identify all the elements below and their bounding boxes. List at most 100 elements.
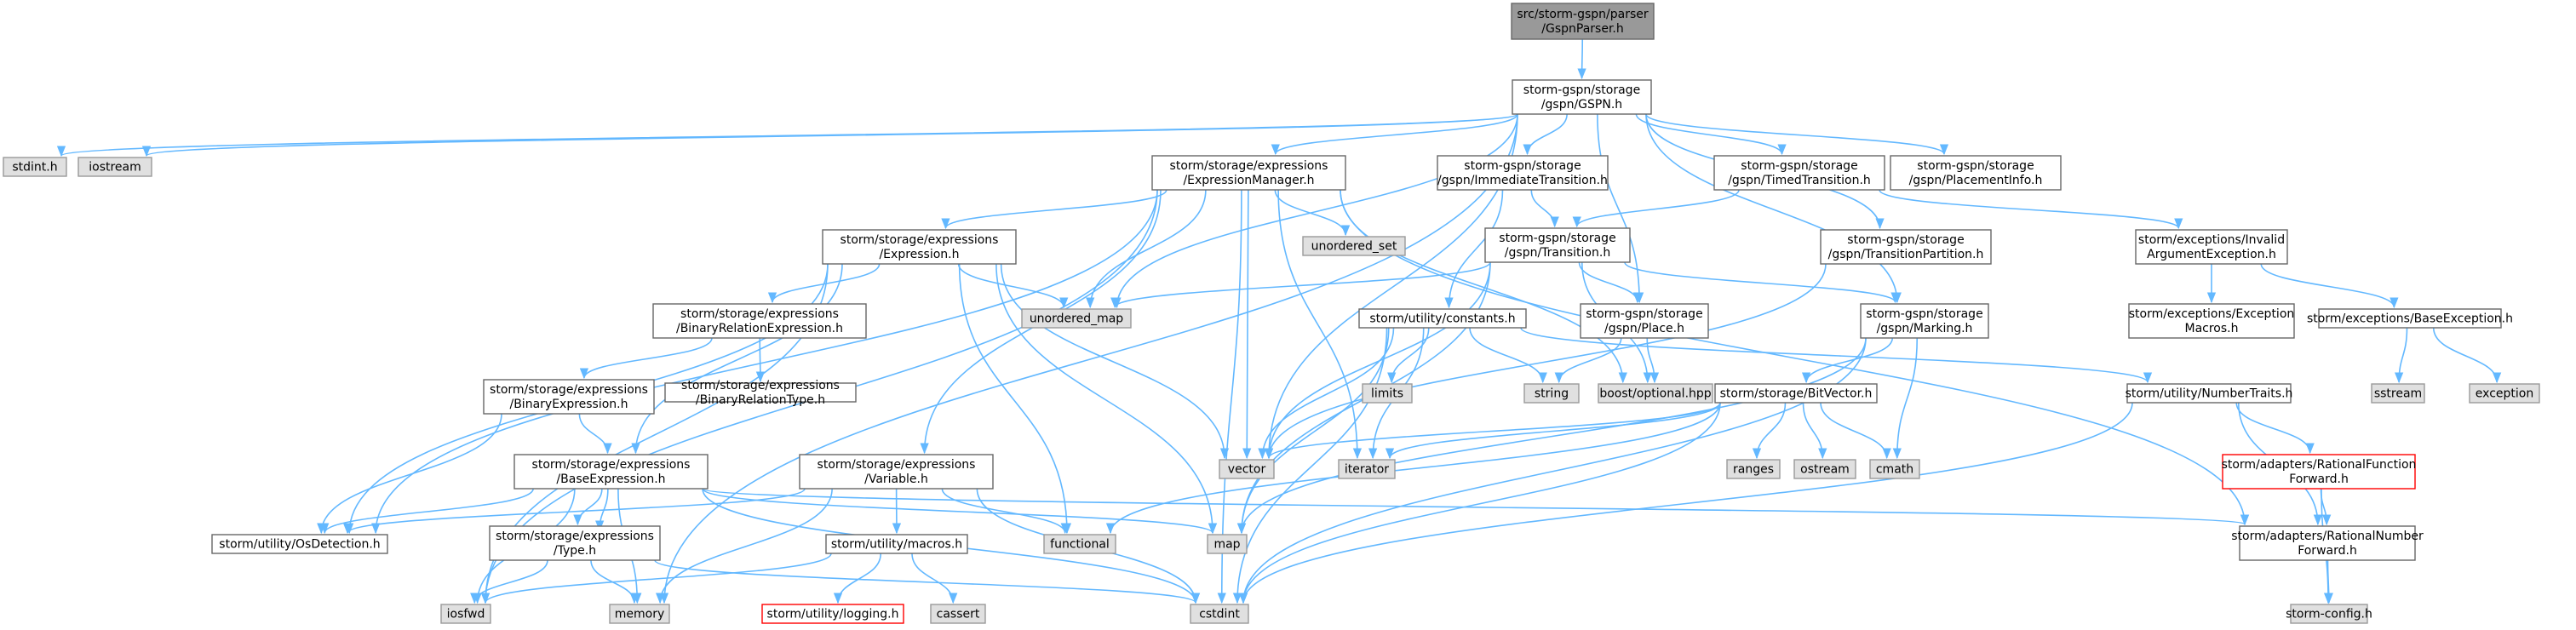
node-exprmgr-box	[1151, 155, 1346, 191]
edge-constants-to-vector	[1258, 327, 1395, 460]
edge-binexpr-to-osdetect	[317, 413, 502, 535]
node-functional-label-0: functional	[1050, 538, 1110, 552]
node-invalidarg-label-0: storm/exceptions/Invalid	[2138, 233, 2285, 247]
node-logging: storm/utility/logging.h	[761, 604, 904, 624]
node-sstream-label-0: sstream	[2374, 387, 2422, 401]
edge-exprmgr-to-unordmap	[1086, 189, 1207, 309]
node-osdetect[interactable]: storm/utility/OsDetection.h	[211, 534, 388, 554]
node-cmath-label-0: cmath	[1876, 463, 1913, 477]
node-sstream-box	[2371, 383, 2425, 404]
node-timedtrans[interactable]: storm-gspn/storage/gspn/TimedTransition.…	[1713, 155, 1885, 191]
node-timedtrans-label-1: /gspn/TimedTransition.h	[1728, 174, 1871, 187]
node-variable[interactable]: storm/storage/expressions/Variable.h	[799, 454, 994, 490]
node-transpart-label-1: /gspn/TransitionPartition.h	[1828, 248, 1984, 261]
node-marking[interactable]: storm-gspn/storage/gspn/Marking.h	[1860, 303, 1989, 339]
node-parser-label-1: /GspnParser.h	[1541, 22, 1623, 36]
node-unordset-box	[1302, 236, 1406, 256]
node-expression[interactable]: storm/storage/expressions/Expression.h	[822, 229, 1017, 265]
edge-invalidarg-to-baseexc	[2260, 263, 2399, 309]
node-baseexpr[interactable]: storm/storage/expressions/BaseExpression…	[513, 454, 709, 490]
node-constants-label-0: storm/utility/constants.h	[1369, 312, 1515, 326]
node-binexpr-box	[483, 379, 655, 415]
node-bitvector[interactable]: storm/storage/BitVector.h	[1714, 383, 1878, 404]
node-placement-label-1: /gspn/PlacementInfo.h	[1909, 174, 2043, 187]
node-parser[interactable]: src/storm-gspn/parser/GspnParser.h	[1511, 3, 1655, 40]
node-binrelexpr-label-1: /BinaryRelationExpression.h	[676, 322, 843, 335]
node-binrelexpr-box	[652, 303, 867, 339]
edge-baseexpr-to-ratnum	[702, 488, 2249, 526]
node-limits: limits	[1362, 383, 1413, 404]
edge-exprmgr-to-boostopt	[1340, 189, 1627, 384]
node-baseexc-label-0: storm/exceptions/BaseException.h	[2307, 312, 2513, 326]
edge-bitvector-to-functional	[1105, 402, 1721, 535]
node-unordmap-label-0: unordered_map	[1030, 312, 1123, 326]
node-stdint-label-0: stdint.h	[12, 161, 57, 175]
node-invalidarg[interactable]: storm/exceptions/InvalidArgumentExceptio…	[2135, 229, 2288, 265]
node-baseexpr-label-0: storm/storage/expressions	[532, 458, 691, 472]
node-boostopt-label-0: boost/optional.hpp	[1599, 387, 1711, 401]
edge-transition-to-marking	[1624, 261, 1900, 304]
node-type[interactable]: storm/storage/expressions/Type.h	[489, 525, 661, 561]
node-marking-label-0: storm-gspn/storage	[1866, 307, 1982, 321]
node-baseexpr-label-1: /BaseExpression.h	[556, 472, 665, 486]
node-constants[interactable]: storm/utility/constants.h	[1358, 308, 1527, 329]
node-binrelexpr[interactable]: storm/storage/expressions/BinaryRelation…	[652, 303, 867, 339]
edge-immtrans-to-transition	[1530, 189, 1559, 228]
node-bitvector-label-0: storm/storage/BitVector.h	[1720, 387, 1873, 401]
node-immtrans[interactable]: storm-gspn/storage/gspn/ImmediateTransit…	[1437, 155, 1609, 191]
node-stormconfig-box	[2290, 604, 2368, 624]
node-parser-label-0: src/storm-gspn/parser	[1517, 8, 1648, 21]
edge-expression-to-vector	[1000, 263, 1230, 460]
edge-binexpr-to-baseexpr	[578, 413, 612, 455]
node-binexpr-label-0: storm/storage/expressions	[490, 383, 648, 397]
node-macros-label-0: storm/utility/macros.h	[831, 538, 962, 552]
node-stdint: stdint.h	[3, 157, 67, 177]
edge-exprmgr-to-expression	[941, 189, 1168, 230]
node-exprmgr[interactable]: storm/storage/expressions/ExpressionMana…	[1151, 155, 1346, 191]
edge-constants-to-map	[1236, 327, 1390, 535]
node-constants-box	[1358, 308, 1527, 329]
node-exception: exception	[2469, 383, 2540, 404]
node-limits-label-0: limits	[1371, 387, 1403, 401]
edge-gspn-to-place	[1597, 113, 1644, 304]
edge-timedtrans-to-transition	[1572, 189, 1740, 228]
node-iterator-label-0: iterator	[1345, 463, 1389, 477]
node-baseexc[interactable]: storm/exceptions/BaseException.h	[2307, 308, 2513, 329]
node-macros[interactable]: storm/utility/macros.h	[825, 534, 968, 554]
node-variable-label-0: storm/storage/expressions	[818, 458, 976, 472]
node-transpart[interactable]: storm-gspn/storage/gspn/TransitionPartit…	[1820, 229, 1992, 265]
node-ratfunc-label-0: storm/adapters/RationalFunction	[2222, 458, 2417, 472]
node-cstdint-box	[1190, 604, 1249, 624]
edge-numtraits-to-cstdint	[1238, 402, 2133, 604]
edge-variable-to-osdetect	[343, 488, 806, 535]
node-type-label-0: storm/storage/expressions	[496, 530, 654, 543]
node-transition-label-0: storm-gspn/storage	[1499, 232, 1615, 245]
node-ratnum-label-1: Forward.h	[2298, 544, 2357, 558]
node-binreltype[interactable]: storm/storage/expressions/BinaryRelation…	[664, 379, 857, 407]
node-unordset-label-0: unordered_set	[1311, 240, 1397, 254]
node-excmacros-label-0: storm/exceptions/Exception	[2129, 307, 2295, 321]
node-vector-label-0: vector	[1228, 463, 1266, 477]
node-gspn[interactable]: storm-gspn/storage/gspn/GSPN.h	[1512, 79, 1652, 115]
edge-macros-to-iosfwd	[481, 553, 832, 604]
node-binexpr[interactable]: storm/storage/expressions/BinaryExpressi…	[483, 379, 655, 415]
node-binreltype-label-0: storm/storage/expressions	[681, 379, 840, 392]
node-place[interactable]: storm-gspn/storage/gspn/Place.h	[1580, 303, 1709, 339]
node-binreltype-box	[664, 382, 857, 403]
node-excmacros-box	[2128, 303, 2295, 339]
node-osdetect-box	[211, 534, 388, 554]
node-numtraits[interactable]: storm/utility/NumberTraits.h	[2126, 383, 2293, 404]
node-ratnum-label-0: storm/adapters/RationalNumber	[2231, 530, 2424, 543]
node-transition[interactable]: storm-gspn/storage/gspn/Transition.h	[1484, 227, 1631, 263]
edge-exprmgr-to-unordset	[1274, 189, 1351, 237]
node-placement-label-0: storm-gspn/storage	[1917, 159, 2034, 173]
node-placement[interactable]: storm-gspn/storage/gspn/PlacementInfo.h	[1890, 155, 2062, 191]
node-ratnum-box	[2239, 525, 2416, 561]
edge-expression-to-functional	[958, 263, 1072, 535]
edge-baseexc-to-exception	[2432, 327, 2502, 384]
edge-exprmgr-to-vector	[1242, 189, 1252, 460]
edge-transition-to-place	[1578, 261, 1642, 304]
edge-baseexc-to-sstream	[2395, 327, 2408, 384]
